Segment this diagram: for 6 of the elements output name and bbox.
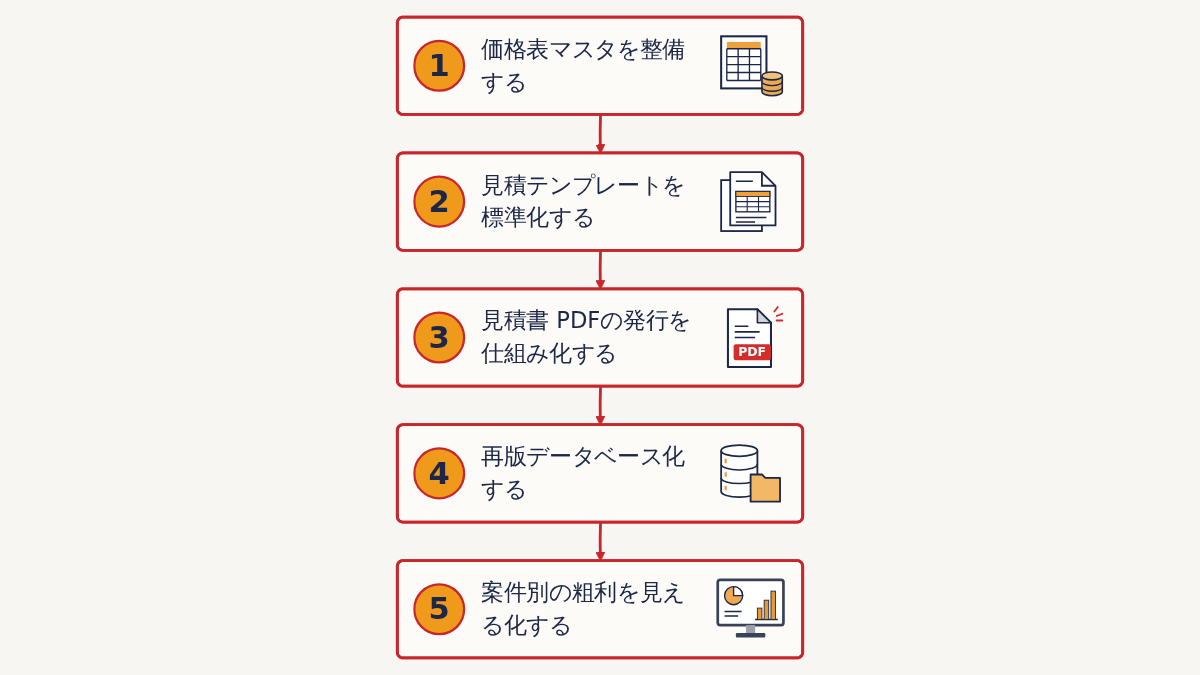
step-text: 案件別の粗利を見える化する: [481, 577, 686, 641]
step-text: 再版データベース化する: [481, 441, 686, 505]
step-text: 見積書 PDFの発行を仕組み化する: [481, 305, 692, 369]
step-text: 見積テンプレートを標準化する: [481, 170, 686, 234]
file-type-label: PDF: [733, 344, 771, 361]
step-text: 価格表マスタを整備する: [481, 34, 686, 98]
